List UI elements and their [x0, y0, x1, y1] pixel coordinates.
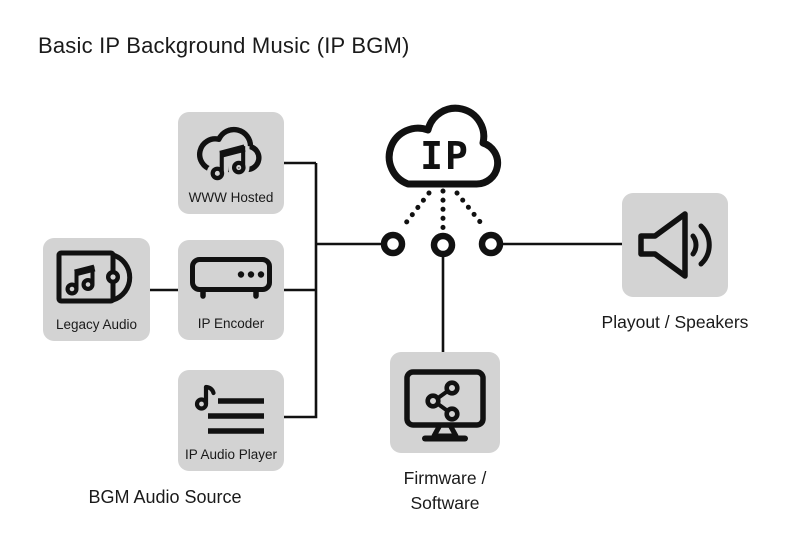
- monitor-share-icon: [404, 368, 486, 441]
- playout-speakers-label: Playout / Speakers: [601, 312, 749, 332]
- ip-audio-player-icon-area: [178, 370, 284, 447]
- cloud-outline: [385, 104, 502, 188]
- node-www-hosted: WWW Hosted: [178, 112, 284, 214]
- dotted-link-left: [399, 190, 432, 231]
- node-label-www-hosted: WWW Hosted: [188, 190, 274, 205]
- node-ip-audio-player: IP Audio Player: [178, 370, 284, 471]
- node-circle-left: [380, 231, 406, 257]
- encoder-device-icon: [190, 257, 272, 299]
- page-title: Basic IP Background Music (IP BGM): [38, 33, 410, 58]
- node-label-ip-encoder: IP Encoder: [197, 316, 265, 331]
- node-label-ip-audio-player: IP Audio Player: [184, 447, 278, 462]
- dotted-network-links: [399, 188, 488, 234]
- legacy-audio-icon-area: [43, 238, 150, 317]
- node-label-legacy-audio: Legacy Audio: [55, 317, 138, 332]
- speaker-icon-area: [622, 193, 728, 297]
- node-firmware-software: [390, 352, 500, 453]
- node-playout-speakers: [622, 193, 728, 297]
- ip-encoder-icon-area: [178, 240, 284, 316]
- firmware-label-line1: Firmware /: [403, 468, 487, 488]
- playlist-note-icon: [194, 384, 264, 434]
- node-legacy-audio: Legacy Audio: [43, 238, 150, 341]
- www-hosted-icon-area: [178, 112, 284, 190]
- node-ip-encoder: IP Encoder: [178, 240, 284, 340]
- firmware-label-line2: Software: [410, 493, 480, 513]
- firmware-icon-area: [390, 352, 500, 453]
- ip-cloud-icon: IP: [385, 104, 502, 188]
- cloud-label: IP: [420, 134, 470, 178]
- network-node-circles: [380, 231, 504, 258]
- speaker-icon: [638, 211, 712, 279]
- firmware-software-label: Firmware / Software: [375, 466, 515, 516]
- dotted-link-right: [454, 190, 488, 231]
- disc-music-icon: [56, 250, 132, 303]
- node-circle-right: [478, 231, 504, 257]
- cloud-music-icon: [197, 126, 262, 185]
- bgm-audio-source-label: BGM Audio Source: [88, 487, 242, 507]
- node-circle-middle: [430, 232, 456, 258]
